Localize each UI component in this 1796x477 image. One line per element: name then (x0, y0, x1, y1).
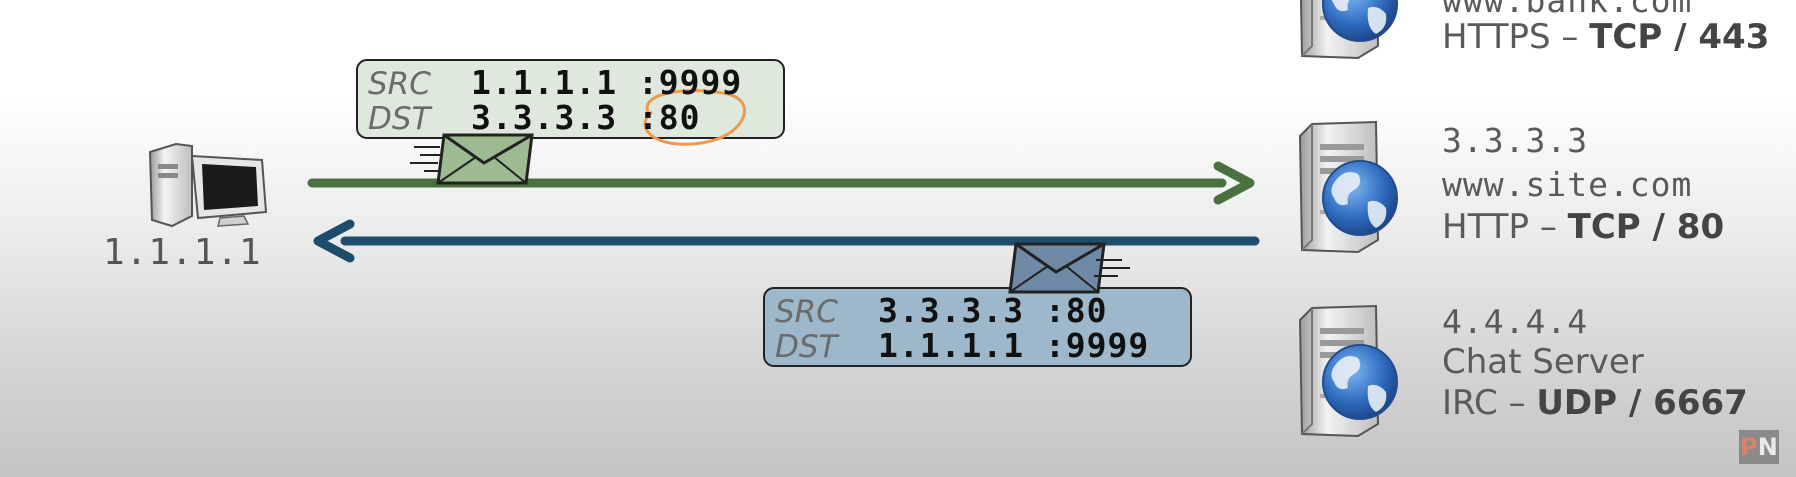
dst-row: DST 3.3.3.3 :80 (368, 101, 742, 136)
response-packet-text: SRC 3.3.3.3 :80 DST 1.1.1.1 :9999 (775, 294, 1149, 364)
response-packet-box (763, 287, 1192, 367)
channel-logo: PN (1739, 430, 1779, 464)
port-highlight-circle (643, 89, 746, 146)
response-envelope-icon (1008, 242, 1130, 294)
dst-label: DST (775, 329, 838, 365)
src-value: 1.1.1.1 :9999 (471, 63, 743, 102)
server-ip: 4.4.4.4 (1442, 302, 1589, 341)
client-ip-label: 1.1.1.1 (103, 232, 262, 273)
src-row: SRC 1.1.1.1 :9999 (368, 66, 742, 101)
dst-value: 1.1.1.1 :9999 (878, 326, 1150, 365)
server-chat-labels: 4.4.4.4 Chat Server IRC – UDP / 6667 (1442, 302, 1748, 424)
dst-row: DST 1.1.1.1 :9999 (775, 329, 1149, 364)
request-packet-text: SRC 1.1.1.1 :9999 DST 3.3.3.3 :80 (368, 66, 742, 136)
server-protocol: IRC – UDP / 6667 (1442, 383, 1748, 423)
server-site-labels: 3.3.3.3 www.site.com HTTP – TCP / 80 (1442, 119, 1724, 248)
response-arrow (313, 219, 1260, 263)
web-server-icon (1299, 305, 1398, 437)
server-hostname: www.site.com (1442, 165, 1693, 204)
desktop-computer-icon (148, 142, 268, 228)
src-label: SRC (368, 66, 431, 102)
dst-value: 3.3.3.3 :80 (471, 98, 701, 137)
server-ip: 3.3.3.3 (1442, 121, 1589, 160)
src-label: SRC (775, 294, 838, 330)
server-protocol: HTTP – TCP / 80 (1442, 207, 1725, 247)
web-server-icon (1299, 121, 1398, 253)
dst-label: DST (368, 101, 431, 137)
src-value: 3.3.3.3 :80 (878, 291, 1108, 330)
request-packet-box (356, 59, 785, 139)
web-server-icon (1299, 0, 1398, 59)
server-protocol: HTTPS – TCP / 443 (1442, 17, 1770, 57)
server-hostname: www.bank.com (1442, 0, 1693, 20)
server-bank-labels: www.bank.com HTTPS – TCP / 443 (1442, 0, 1769, 58)
src-row: SRC 3.3.3.3 :80 (775, 294, 1149, 329)
server-name: Chat Server (1442, 342, 1644, 382)
request-envelope-icon (410, 133, 534, 185)
